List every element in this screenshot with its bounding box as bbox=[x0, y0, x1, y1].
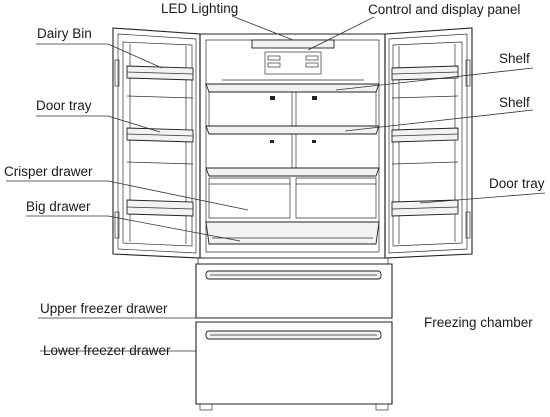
upper-freezer-drawer-label: Upper freezer drawer bbox=[40, 301, 168, 316]
right-door-bin-middle bbox=[391, 127, 459, 143]
cabinet bbox=[199, 33, 386, 259]
led-light-strip bbox=[251, 39, 335, 49]
big-drawer bbox=[205, 221, 380, 245]
door-tray-right-label: Door tray bbox=[489, 176, 545, 191]
left-door-bin-top bbox=[126, 65, 194, 81]
right-door-bin-top bbox=[391, 65, 459, 81]
big-drawer-label: Big drawer bbox=[26, 199, 91, 214]
dairy-bin-label: Dairy Bin bbox=[37, 26, 92, 41]
shelf-middle bbox=[205, 125, 380, 135]
lower-freezer-drawer-label: Lower freezer drawer bbox=[43, 343, 171, 358]
left-door bbox=[112, 27, 201, 259]
crisper-drawers bbox=[208, 177, 377, 219]
shelf-upper-label: Shelf bbox=[499, 51, 530, 66]
freezer bbox=[195, 257, 393, 411]
left-door-bin-bottom bbox=[126, 199, 194, 217]
control-display-panel bbox=[264, 51, 322, 75]
upper-freezer-drawer bbox=[195, 263, 393, 319]
shelf-lower-label: Shelf bbox=[499, 95, 530, 110]
crisper-drawer-label: Crisper drawer bbox=[4, 164, 93, 179]
left-door-bin-middle bbox=[126, 127, 194, 143]
control-panel-label: Control and display panel bbox=[368, 2, 521, 17]
led-lighting-label: LED Lighting bbox=[161, 1, 239, 16]
door-tray-left-label: Door tray bbox=[36, 98, 92, 113]
right-door bbox=[384, 27, 473, 259]
right-door-bin-bottom bbox=[391, 199, 459, 217]
shelf-lower bbox=[205, 167, 380, 177]
leader-lines bbox=[6, 15, 546, 352]
lower-freezer-drawer bbox=[195, 321, 393, 405]
freezing-chamber-label: Freezing chamber bbox=[424, 315, 533, 330]
shelf-upper bbox=[205, 83, 380, 126]
